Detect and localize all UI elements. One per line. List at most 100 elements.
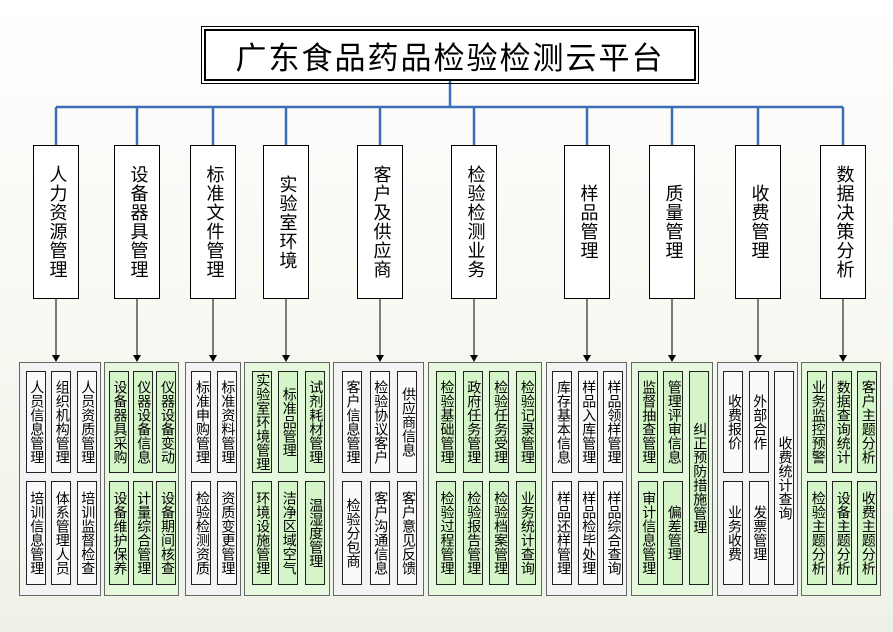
module-item-label: 检验报告管理 xyxy=(465,491,482,575)
module-item: 检验主题分析 xyxy=(807,481,827,585)
arrow-head xyxy=(52,355,60,362)
module-item: 人员资质管理 xyxy=(76,371,97,473)
module-item: 样品领样管理 xyxy=(602,371,623,473)
module-group: 检验基础管理政府任务管理检验任务受理检验记录管理检验过程管理检验报告管理检验档案… xyxy=(428,362,542,596)
module-item-label: 检验记录管理 xyxy=(518,380,535,464)
arrow-head xyxy=(754,355,762,362)
module-item: 检验检测资质 xyxy=(191,481,212,585)
module-item: 试剂耗材管理 xyxy=(304,371,325,473)
module-item-label: 检验基础管理 xyxy=(438,380,455,464)
module-item-label: 检验档案管理 xyxy=(492,491,509,575)
platform-title: 广东食品药品检验检测云平台 xyxy=(201,26,699,84)
module-item-label: 库存基本信息 xyxy=(554,380,571,464)
module-item: 客户沟通信息 xyxy=(369,481,390,585)
module-item: 检验分包商 xyxy=(341,481,362,585)
module-item-label: 样品入库管理 xyxy=(580,380,597,464)
module-item: 检验过程管理 xyxy=(435,481,456,585)
module-item: 数据查询统计 xyxy=(832,371,852,473)
module-item-label: 收费主题分析 xyxy=(859,491,876,575)
category-box: 客户及供应商 xyxy=(357,145,403,299)
module-item: 计量综合管理 xyxy=(132,481,153,585)
module-item-label: 检验检测资质 xyxy=(194,491,211,575)
module-item: 收费主题分析 xyxy=(857,481,877,585)
category-box: 样品管理 xyxy=(564,145,610,299)
module-item: 检验协议客户 xyxy=(369,371,390,473)
module-item: 仪器设备变动 xyxy=(156,371,177,473)
module-item: 设备维护保养 xyxy=(108,481,129,585)
module-item-label: 数据查询统计 xyxy=(834,380,851,464)
module-item: 供应商信息 xyxy=(397,371,418,473)
module-item-label: 标准申购管理 xyxy=(194,380,211,464)
module-item-label: 仪器设备变动 xyxy=(158,380,175,464)
module-item-label: 标准品管理 xyxy=(280,387,297,457)
module-item-label: 检验主题分析 xyxy=(809,491,826,575)
module-item: 标准申购管理 xyxy=(191,371,212,473)
category-label: 标准文件管理 xyxy=(203,165,225,279)
module-item-label: 收费统计查询 xyxy=(776,436,793,520)
module-item: 管理评审信息 xyxy=(663,371,683,473)
arrow-head xyxy=(839,355,847,362)
module-item: 样品还样管理 xyxy=(552,481,573,585)
module-item-label: 试剂耗材管理 xyxy=(307,380,324,464)
module-item: 设备期间核查 xyxy=(156,481,177,585)
module-group: 人员信息管理组织机构管理人员资质管理培训信息管理体系管理人员培训监督检查 xyxy=(19,362,101,596)
module-item: 样品入库管理 xyxy=(577,371,598,473)
module-item-label: 客户信息管理 xyxy=(344,380,361,464)
module-item: 样品综合查询 xyxy=(602,481,623,585)
module-item: 业务监控预警 xyxy=(807,371,827,473)
category-label: 检验检测业务 xyxy=(464,165,486,279)
module-item-label: 供应商信息 xyxy=(399,387,416,457)
module-item: 业务收费 xyxy=(723,481,744,585)
module-item: 体系管理人员 xyxy=(51,481,71,585)
module-item: 检验档案管理 xyxy=(489,481,510,585)
module-item-label: 组织机构管理 xyxy=(53,380,70,464)
module-item: 资质变更管理 xyxy=(216,481,237,585)
category-box: 人力资源管理 xyxy=(33,145,79,299)
module-item-label: 体系管理人员 xyxy=(53,491,70,575)
category-label: 客户及供应商 xyxy=(370,165,392,279)
module-group: 业务监控预警数据查询统计客户主题分析检验主题分析设备主题分析收费主题分析 xyxy=(801,362,881,596)
category-box: 检验检测业务 xyxy=(451,145,497,299)
module-item: 设备主题分析 xyxy=(832,481,852,585)
module-item-label: 培训信息管理 xyxy=(28,491,45,575)
module-item-label: 样品综合查询 xyxy=(605,491,622,575)
arrow-head xyxy=(133,355,141,362)
module-item-label: 监督抽查管理 xyxy=(640,380,657,464)
module-item: 检验任务受理 xyxy=(489,371,510,473)
module-item-label: 设备维护保养 xyxy=(111,491,128,575)
category-box: 设备器具管理 xyxy=(114,145,160,299)
category-box: 实验室环境 xyxy=(263,145,309,299)
category-box: 收费管理 xyxy=(735,145,781,299)
module-item: 审计信息管理 xyxy=(637,481,658,585)
arrow-head xyxy=(376,355,384,362)
module-item: 实验室环境管理 xyxy=(251,371,272,473)
module-item: 收费报价 xyxy=(723,371,744,473)
module-item-label: 设备器具采购 xyxy=(111,380,128,464)
module-item: 检验报告管理 xyxy=(462,481,483,585)
module-item-label: 业务收费 xyxy=(725,505,742,561)
module-item-label: 业务监控预警 xyxy=(809,380,826,464)
category-box: 数据决策分析 xyxy=(820,145,866,299)
module-item-label: 计量综合管理 xyxy=(135,491,152,575)
module-item: 检验基础管理 xyxy=(435,371,456,473)
module-item-label: 实验室环境管理 xyxy=(254,373,271,471)
module-item-label: 人员资质管理 xyxy=(79,380,96,464)
module-item-label: 客户意见反馈 xyxy=(399,491,416,575)
arrow-head xyxy=(282,355,290,362)
module-item: 业务统计查询 xyxy=(516,481,537,585)
arrow-head xyxy=(470,355,478,362)
module-item: 客户主题分析 xyxy=(857,371,877,473)
module-item-label: 检验任务受理 xyxy=(492,380,509,464)
module-item-label: 设备主题分析 xyxy=(834,491,851,575)
module-item: 样品检毕处理 xyxy=(577,481,598,585)
category-label: 人力资源管理 xyxy=(46,165,68,279)
module-item: 培训监督检查 xyxy=(76,481,97,585)
module-item: 标准品管理 xyxy=(278,371,298,473)
module-item-label: 政府任务管理 xyxy=(465,380,482,464)
module-item: 人员信息管理 xyxy=(25,371,46,473)
module-item-label: 审计信息管理 xyxy=(640,491,657,575)
module-item: 洁净区域空气 xyxy=(278,481,298,585)
module-item: 组织机构管理 xyxy=(51,371,71,473)
module-group: 库存基本信息样品入库管理样品领样管理样品还样管理样品检毕处理样品综合查询 xyxy=(546,362,627,596)
